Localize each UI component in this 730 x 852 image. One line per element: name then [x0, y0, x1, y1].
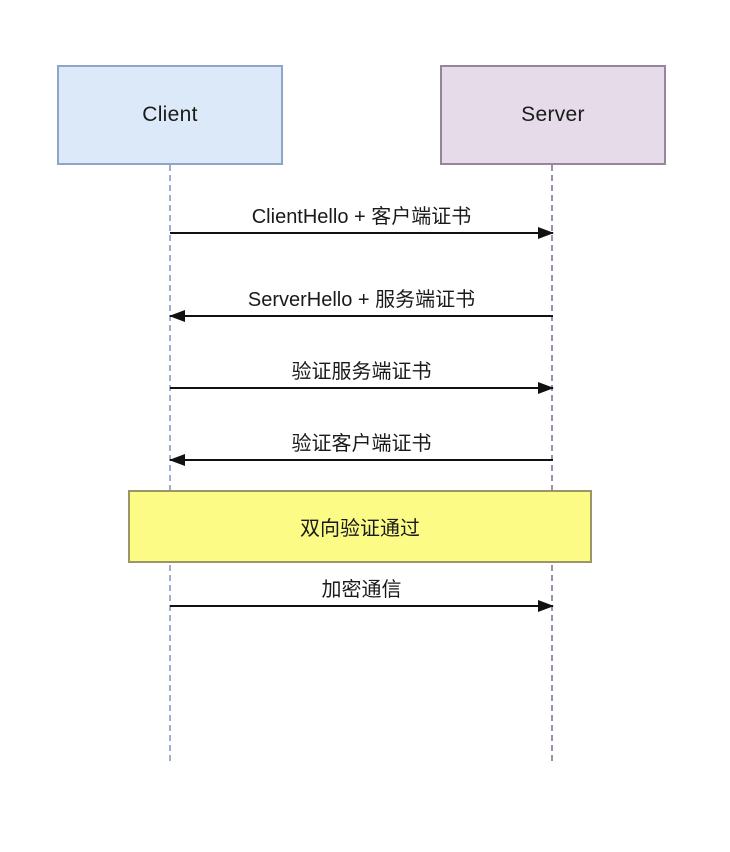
message-encrypted-communication-label: 加密通信 — [321, 579, 402, 601]
message-clienthello-arrow — [170, 227, 554, 239]
message-clienthello: ClientHello + 客户端证书 — [170, 198, 554, 239]
actor-label-server: Server — [521, 103, 585, 126]
message-verify-client-cert-arrow — [169, 454, 553, 466]
arrowhead-right-icon — [538, 600, 554, 612]
message-encrypted-communication: 加密通信 — [170, 571, 554, 612]
message-clienthello-label: ClientHello + 客户端证书 — [251, 206, 472, 228]
message-verify-server-cert-label: 验证服务端证书 — [291, 361, 432, 383]
arrowhead-left-icon — [169, 310, 185, 322]
actor-label-client: Client — [142, 103, 198, 126]
note-mutual-verification-label: 双向验证通过 — [300, 518, 420, 540]
arrowhead-left-icon — [169, 454, 185, 466]
arrowhead-right-icon — [538, 227, 554, 239]
actor-box-client: Client — [57, 65, 283, 165]
actor-box-server: Server — [440, 65, 666, 165]
message-encrypted-communication-arrow — [170, 600, 554, 612]
message-verify-client-cert-label: 验证客户端证书 — [291, 433, 432, 455]
arrowhead-right-icon — [538, 382, 554, 394]
message-serverhello-arrow — [169, 310, 553, 322]
message-verify-client-cert: 验证客户端证书 — [169, 425, 553, 466]
message-serverhello: ServerHello + 服务端证书 — [169, 281, 553, 322]
lifeline-server — [551, 165, 553, 761]
note-mutual-verification: 双向验证通过 — [128, 490, 592, 563]
message-serverhello-label: ServerHello + 服务端证书 — [247, 289, 476, 311]
message-verify-server-cert: 验证服务端证书 — [170, 353, 554, 394]
message-verify-server-cert-arrow — [170, 382, 554, 394]
